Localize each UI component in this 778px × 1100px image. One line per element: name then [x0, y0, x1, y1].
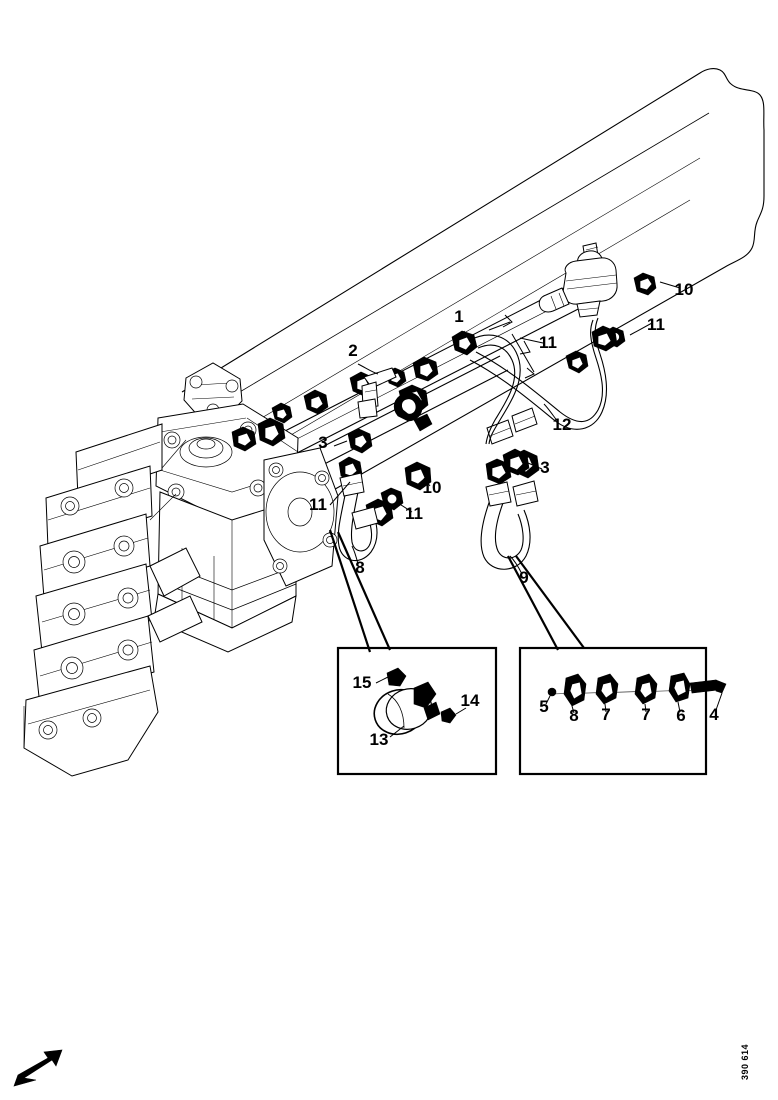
- hose-connector-block-9: [486, 407, 538, 445]
- tie-rod-end-ball-joint: [538, 242, 618, 318]
- pointer-arrows-beam: [488, 314, 535, 379]
- callout-leader-lines: [329, 281, 681, 575]
- inset-right-box: [518, 646, 727, 776]
- hydraulic-hose-8: [337, 456, 394, 562]
- callout-numbers: 1 2 3 3 8 9 10 10 11 11 11 11 12: [309, 280, 693, 587]
- callout-11-center: 11: [405, 504, 423, 523]
- callout-13: 13: [370, 730, 389, 749]
- callout-14: 14: [461, 691, 480, 710]
- callout-6: 6: [676, 706, 685, 725]
- fastener-washer-11-center: [380, 487, 404, 511]
- axle-beam: [181, 68, 765, 493]
- inset-left-box: [336, 646, 498, 776]
- callout-11-second: 11: [539, 333, 557, 352]
- hose-bracket-2: [357, 367, 397, 419]
- callout-11-top: 11: [647, 315, 665, 334]
- callout-4: 4: [709, 705, 719, 724]
- inset-left-callout-numbers: 15 14 13: [353, 673, 480, 749]
- front-direction-arrow: [13, 1049, 63, 1087]
- callout-2: 2: [348, 341, 357, 360]
- fastener-nut-10-top: [633, 272, 657, 296]
- callout-10-top: 10: [675, 280, 694, 299]
- callout-7-first: 7: [601, 705, 610, 724]
- callout-10-center: 10: [423, 478, 442, 497]
- tube-clamp-center: [393, 392, 433, 432]
- callout-11-left: 11: [309, 495, 327, 514]
- callout-15: 15: [353, 673, 372, 692]
- callout-8: 8: [355, 558, 364, 577]
- fastener-nut-3-right: [502, 448, 530, 476]
- steering-gearbox-housing: [23, 362, 339, 777]
- hydraulic-line-1: [469, 334, 521, 445]
- inset-right-callout-numbers: 5 8 7 7 6 4: [539, 697, 719, 725]
- callout-5: 5: [539, 697, 548, 716]
- callout-3-left: 3: [318, 433, 327, 452]
- callout-1: 1: [454, 307, 463, 326]
- fastener-nut-3-left: [347, 428, 373, 454]
- inset-leader-lines: [328, 529, 585, 653]
- fastener-nut-10-center: [404, 461, 432, 491]
- line-12-fittings: [565, 325, 618, 374]
- callout-3-right: 3: [540, 458, 549, 477]
- callout-8-inset: 8: [569, 706, 578, 725]
- callout-9: 9: [519, 568, 528, 587]
- drawing-code: 390 614: [740, 1044, 750, 1080]
- callout-7-second: 7: [641, 705, 650, 724]
- callout-12: 12: [553, 415, 572, 434]
